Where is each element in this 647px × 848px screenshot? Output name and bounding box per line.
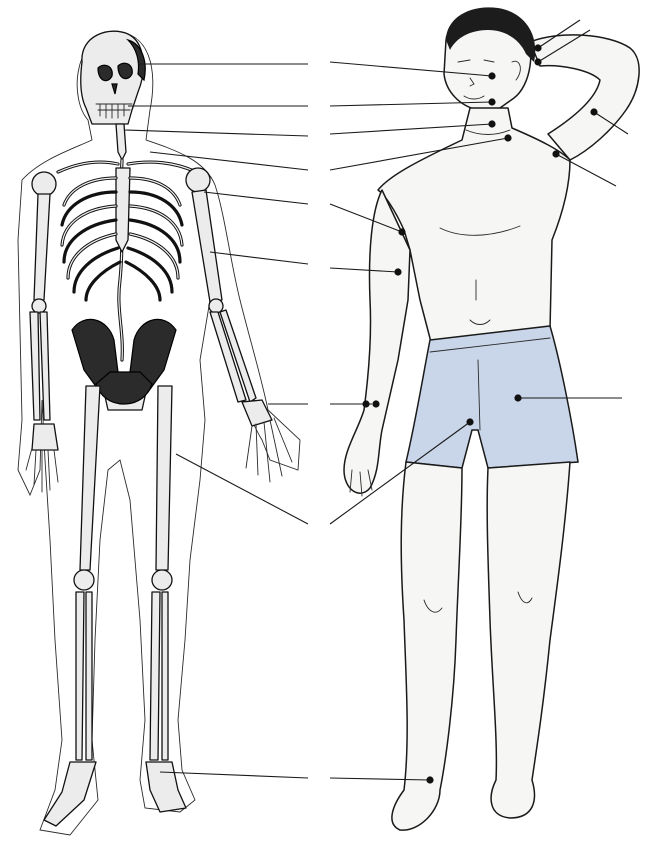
leader-clavicle: [124, 130, 308, 136]
marker-face: [488, 72, 495, 79]
skeleton-left-arm: [26, 194, 58, 492]
skeleton-legs: [44, 386, 186, 826]
raised-arm: [530, 35, 639, 160]
marker-hip: [466, 418, 473, 425]
marker-wrist-2: [372, 400, 379, 407]
marker-shoulder: [398, 228, 405, 235]
marker-jaw: [488, 98, 495, 105]
skull: [81, 31, 145, 124]
marker-neck: [488, 120, 495, 127]
sternum: [116, 168, 130, 252]
marker-collar: [504, 134, 511, 141]
marker-upper-arm: [394, 268, 401, 275]
leader-shoulder: [150, 152, 308, 170]
marker-elbow: [590, 108, 597, 115]
marker-armpit: [552, 150, 559, 157]
marker-hand-1: [534, 44, 541, 51]
leader-radius: [210, 252, 308, 264]
shorts: [406, 326, 578, 468]
skeleton-illustration: [18, 31, 300, 835]
marker-wrist-1: [362, 400, 369, 407]
marker-ankle: [426, 776, 433, 783]
marker-groin: [514, 394, 521, 401]
leader-ankle: [160, 772, 308, 778]
marker-hand-2: [534, 58, 541, 65]
skeleton-right-arm: [192, 190, 292, 482]
hanging-arm: [344, 190, 410, 493]
legs: [392, 462, 462, 830]
